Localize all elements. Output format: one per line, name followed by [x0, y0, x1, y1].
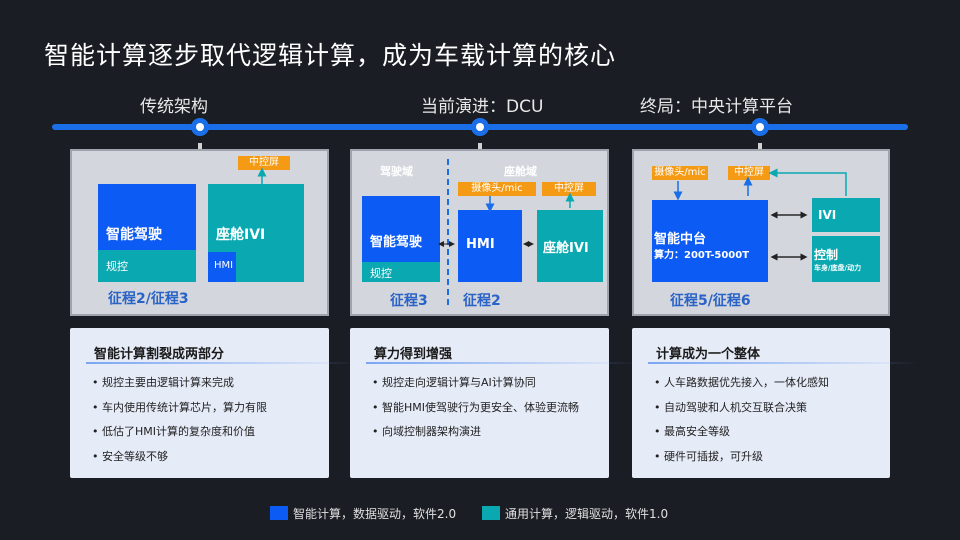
list-item: 安全等级不够 — [92, 450, 267, 475]
timeline-tick-1 — [198, 143, 202, 149]
adas-block: 智能驾驶 规控 — [98, 184, 196, 282]
hmi-block: HMI — [458, 210, 522, 282]
control-sub-label: 规控 — [370, 267, 392, 280]
timeline-tick-2 — [478, 143, 482, 149]
chip-label-panel1: 征程2/征程3 — [108, 291, 189, 307]
stage-label-central: 终局：中央计算平台 — [640, 97, 793, 117]
control-sub-label: 规控 — [106, 260, 128, 273]
ivi-block: IVI — [812, 198, 880, 232]
card-title: 算力得到增强 — [374, 347, 453, 362]
card-divider — [366, 362, 636, 364]
card-list: 人车路数据优先接入，一体化感知 自动驾驶和人机交互联合决策 最高安全等级 硬件可… — [654, 376, 829, 474]
chip-label-driving: 征程3 — [390, 293, 428, 309]
camera-tag: 摄像头/mic — [652, 166, 708, 180]
slide-title: 智能计算逐步取代逻辑计算，成为车载计算的核心 — [44, 41, 617, 70]
control-sub-block: 规控 — [362, 262, 440, 282]
legend-swatch-intelligent — [270, 506, 288, 520]
hmi-label: HMI — [466, 237, 495, 252]
stage-label-dcu: 当前演进：DCU — [421, 97, 544, 117]
ivi-block: 座舱IVI — [537, 210, 603, 282]
card-divider — [648, 362, 918, 364]
card-divider — [86, 362, 356, 364]
stage-label-traditional: 传统架构 — [140, 97, 208, 117]
compute-power-label: 算力：200T-5000T — [654, 250, 750, 261]
domain-label-driving: 驾驶域 — [380, 165, 413, 178]
adas-label: 智能驾驶 — [106, 227, 162, 243]
timeline-dot-2 — [471, 118, 489, 136]
panel-traditional: 智能驾驶 规控 座舱IVI HMI 中控屏 征程2/征程3 — [70, 149, 329, 316]
panel-central: 摄像头/mic 中控屏 智能中台 算力：200T-5000T IVI 控制 车身… — [632, 149, 890, 316]
domain-divider — [447, 159, 449, 305]
list-item: 自动驾驶和人机交互联合决策 — [654, 401, 829, 426]
adas-label: 智能驾驶 — [370, 235, 423, 250]
chip-label-cockpit: 征程2 — [463, 293, 501, 309]
legend-label-intelligent: 智能计算，数据驱动，软件2.0 — [293, 507, 457, 521]
timeline-dot-3 — [751, 118, 769, 136]
control-label: 控制 — [814, 248, 839, 262]
control-sub-label: 车身/底盘/动力 — [814, 264, 862, 272]
hmi-sub-block: HMI — [208, 252, 236, 282]
central-compute-block: 智能中台 算力：200T-5000T — [652, 200, 768, 282]
screen-tag: 中控屏 — [542, 182, 596, 196]
list-item: 硬件可插拔，可升级 — [654, 450, 829, 475]
legend-swatch-general — [482, 506, 500, 520]
screen-tag: 中控屏 — [238, 156, 290, 170]
central-compute-label: 智能中台 — [654, 232, 707, 247]
domain-label-cockpit: 座舱域 — [504, 165, 537, 178]
ivi-label: 座舱IVI — [543, 241, 589, 256]
panel-dcu: 驾驶域 座舱域 摄像头/mic 中控屏 智能驾驶 规控 HMI 座舱IVI 征程… — [350, 149, 609, 316]
card-dcu: 算力得到增强 规控走向逻辑计算与AI计算协同 智能HMI使驾驶行为更安全、体验更… — [350, 328, 636, 478]
card-title: 智能计算割裂成两部分 — [94, 347, 225, 362]
card-central: 计算成为一个整体 人车路数据优先接入，一体化感知 自动驾驶和人机交互联合决策 最… — [632, 328, 918, 478]
list-item: 向域控制器架构演进 — [372, 425, 579, 450]
card-list: 规控主要由逻辑计算来完成 车内使用传统计算芯片，算力有限 低估了HMI计算的复杂… — [92, 376, 267, 474]
list-item: 最高安全等级 — [654, 425, 829, 450]
timeline-dot-1 — [191, 118, 209, 136]
ivi-label: IVI — [818, 208, 837, 222]
camera-tag: 摄像头/mic — [458, 182, 536, 196]
legend-label-general: 通用计算，逻辑驱动，软件1.0 — [505, 507, 669, 521]
screen-tag: 中控屏 — [728, 166, 770, 180]
list-item: 人车路数据优先接入，一体化感知 — [654, 376, 829, 401]
control-block: 控制 车身/底盘/动力 — [812, 236, 880, 282]
list-item: 规控主要由逻辑计算来完成 — [92, 376, 267, 401]
list-item: 车内使用传统计算芯片，算力有限 — [92, 401, 267, 426]
control-sub-block: 规控 — [98, 250, 196, 282]
ivi-block: 座舱IVI HMI — [208, 184, 304, 282]
list-item: 规控走向逻辑计算与AI计算协同 — [372, 376, 579, 401]
hmi-sub-label: HMI — [214, 260, 234, 271]
card-title: 计算成为一个整体 — [656, 347, 761, 362]
list-item: 智能HMI使驾驶行为更安全、体验更流畅 — [372, 401, 579, 426]
list-item: 低估了HMI计算的复杂度和价值 — [92, 425, 267, 450]
chip-label-panel3: 征程5/征程6 — [670, 293, 751, 309]
adas-block: 智能驾驶 规控 — [362, 196, 440, 282]
card-traditional: 智能计算割裂成两部分 规控主要由逻辑计算来完成 车内使用传统计算芯片，算力有限 … — [70, 328, 356, 478]
card-list: 规控走向逻辑计算与AI计算协同 智能HMI使驾驶行为更安全、体验更流畅 向域控制… — [372, 376, 579, 450]
timeline-tick-3 — [758, 143, 762, 149]
ivi-label: 座舱IVI — [216, 227, 266, 243]
